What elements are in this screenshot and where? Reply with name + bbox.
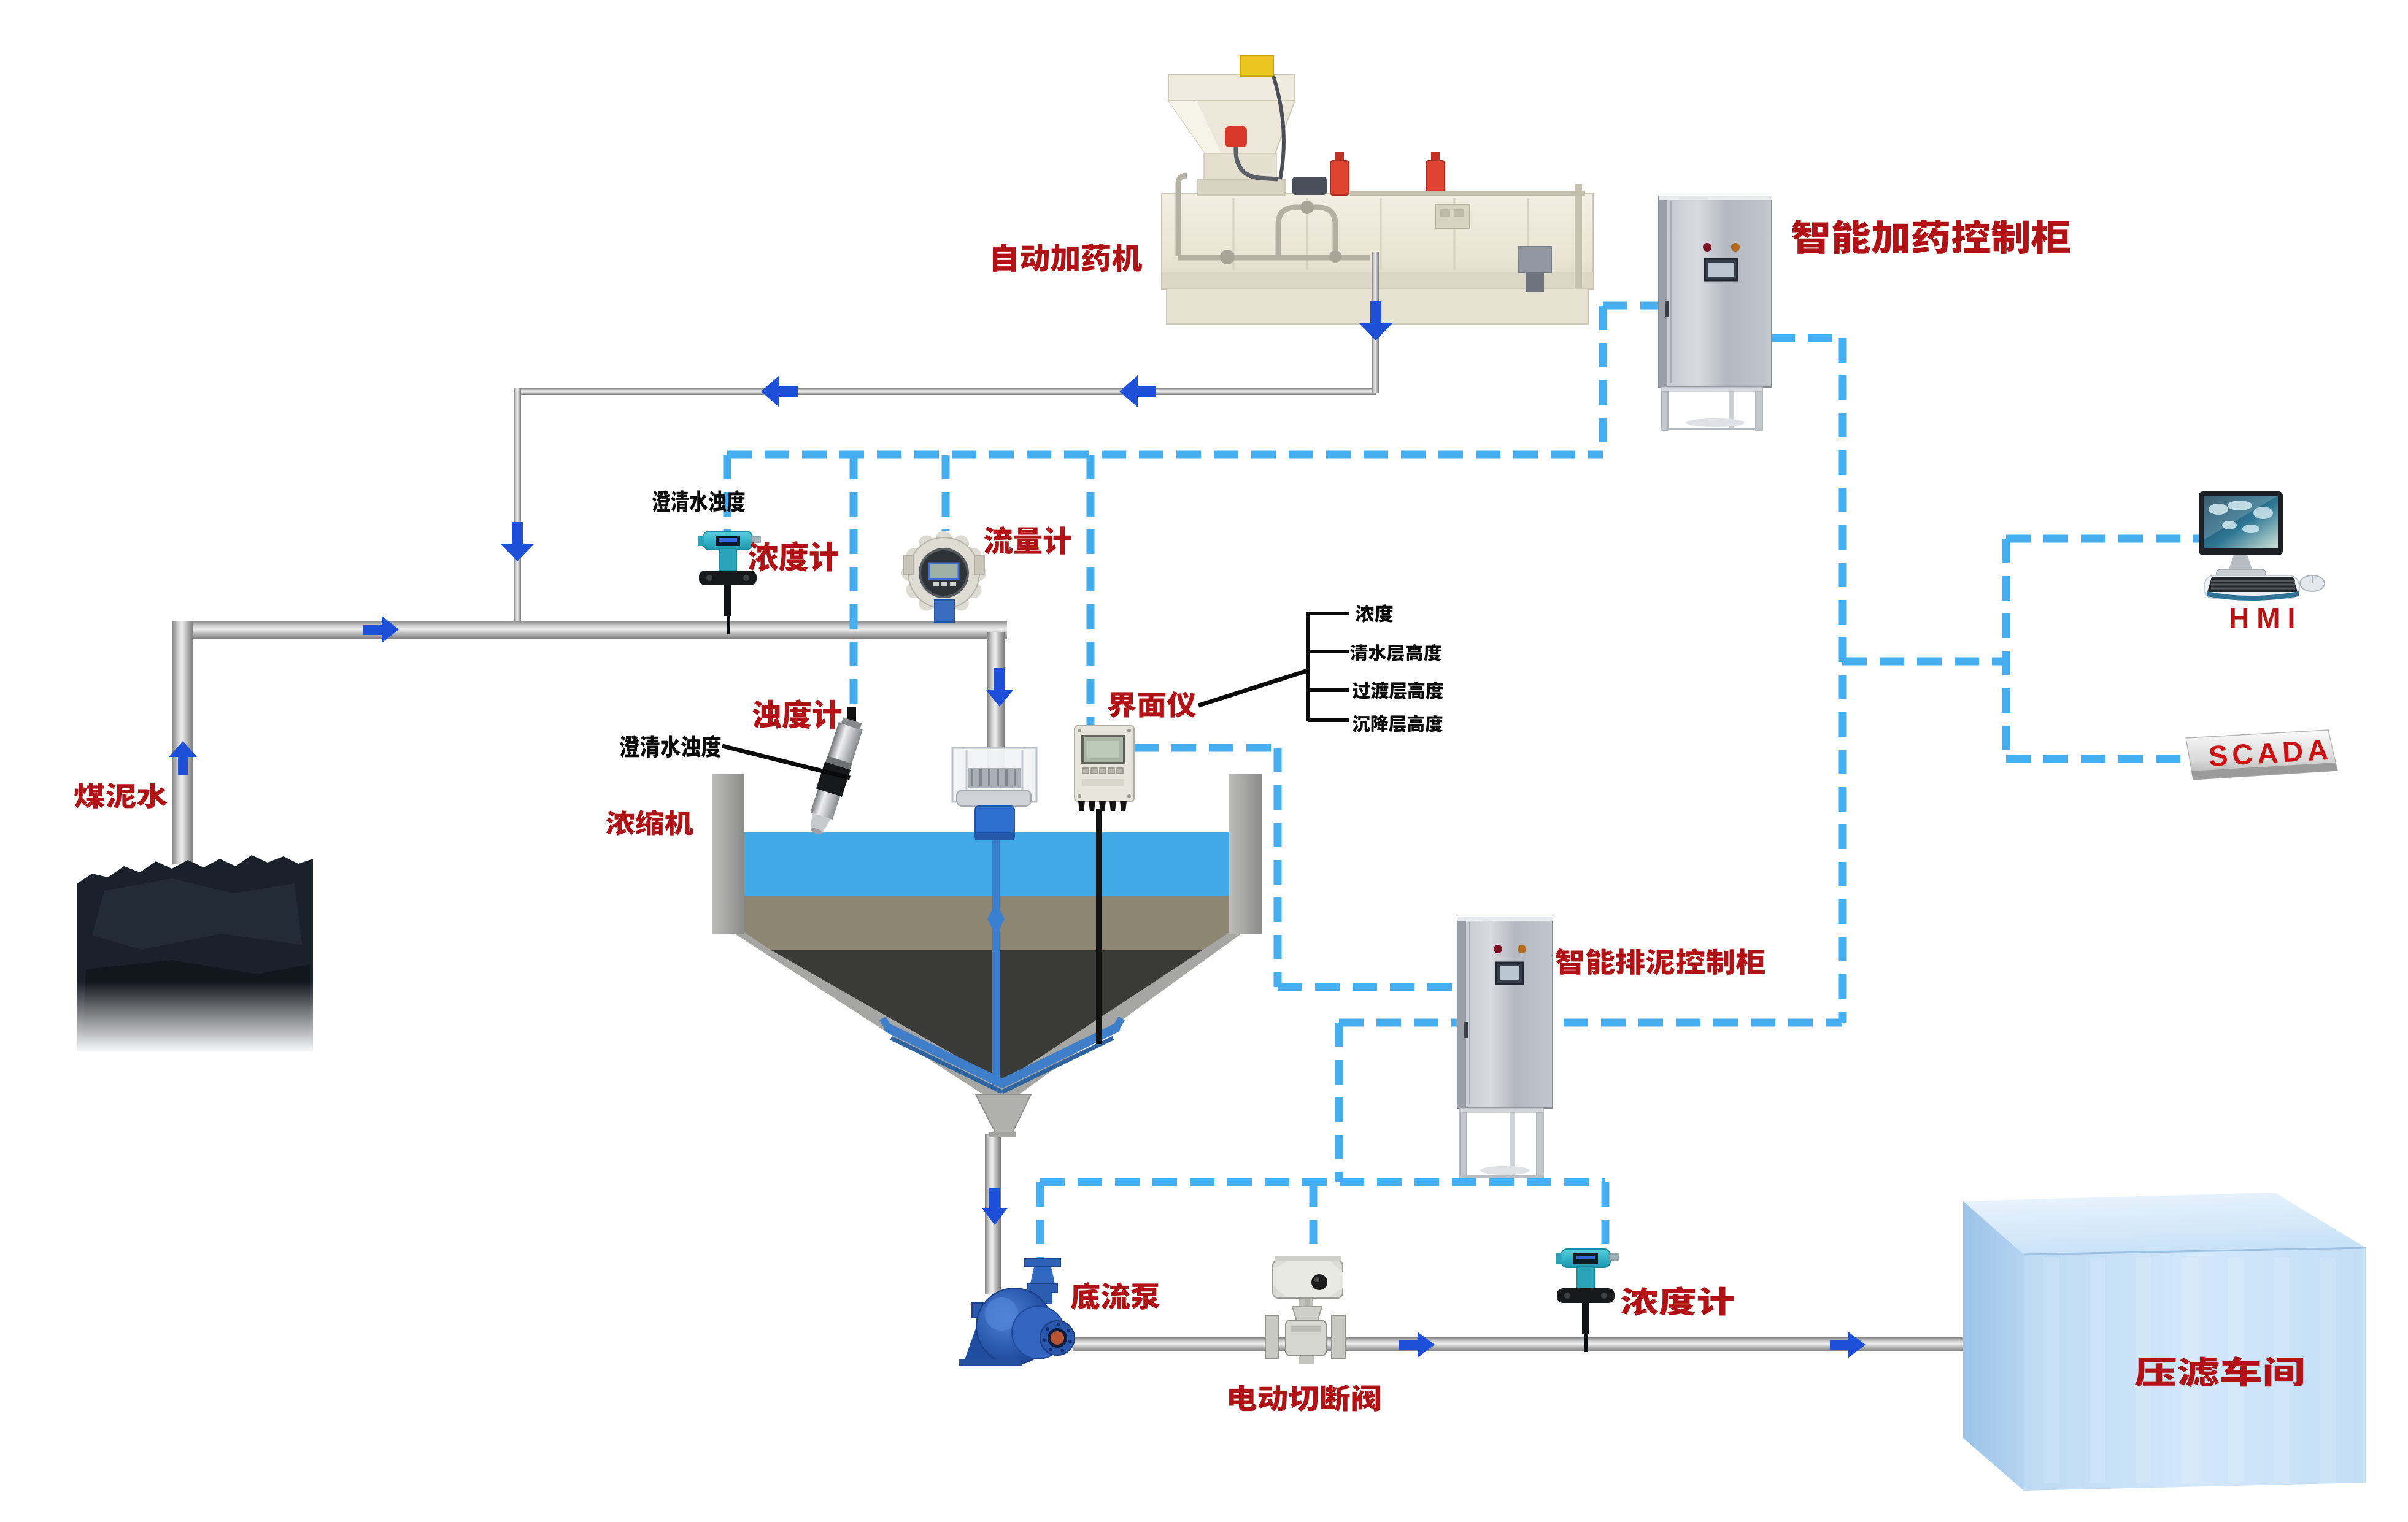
svg-text:SCADA: SCADA bbox=[2208, 733, 2334, 772]
svg-text:HMI: HMI bbox=[2229, 602, 2302, 634]
